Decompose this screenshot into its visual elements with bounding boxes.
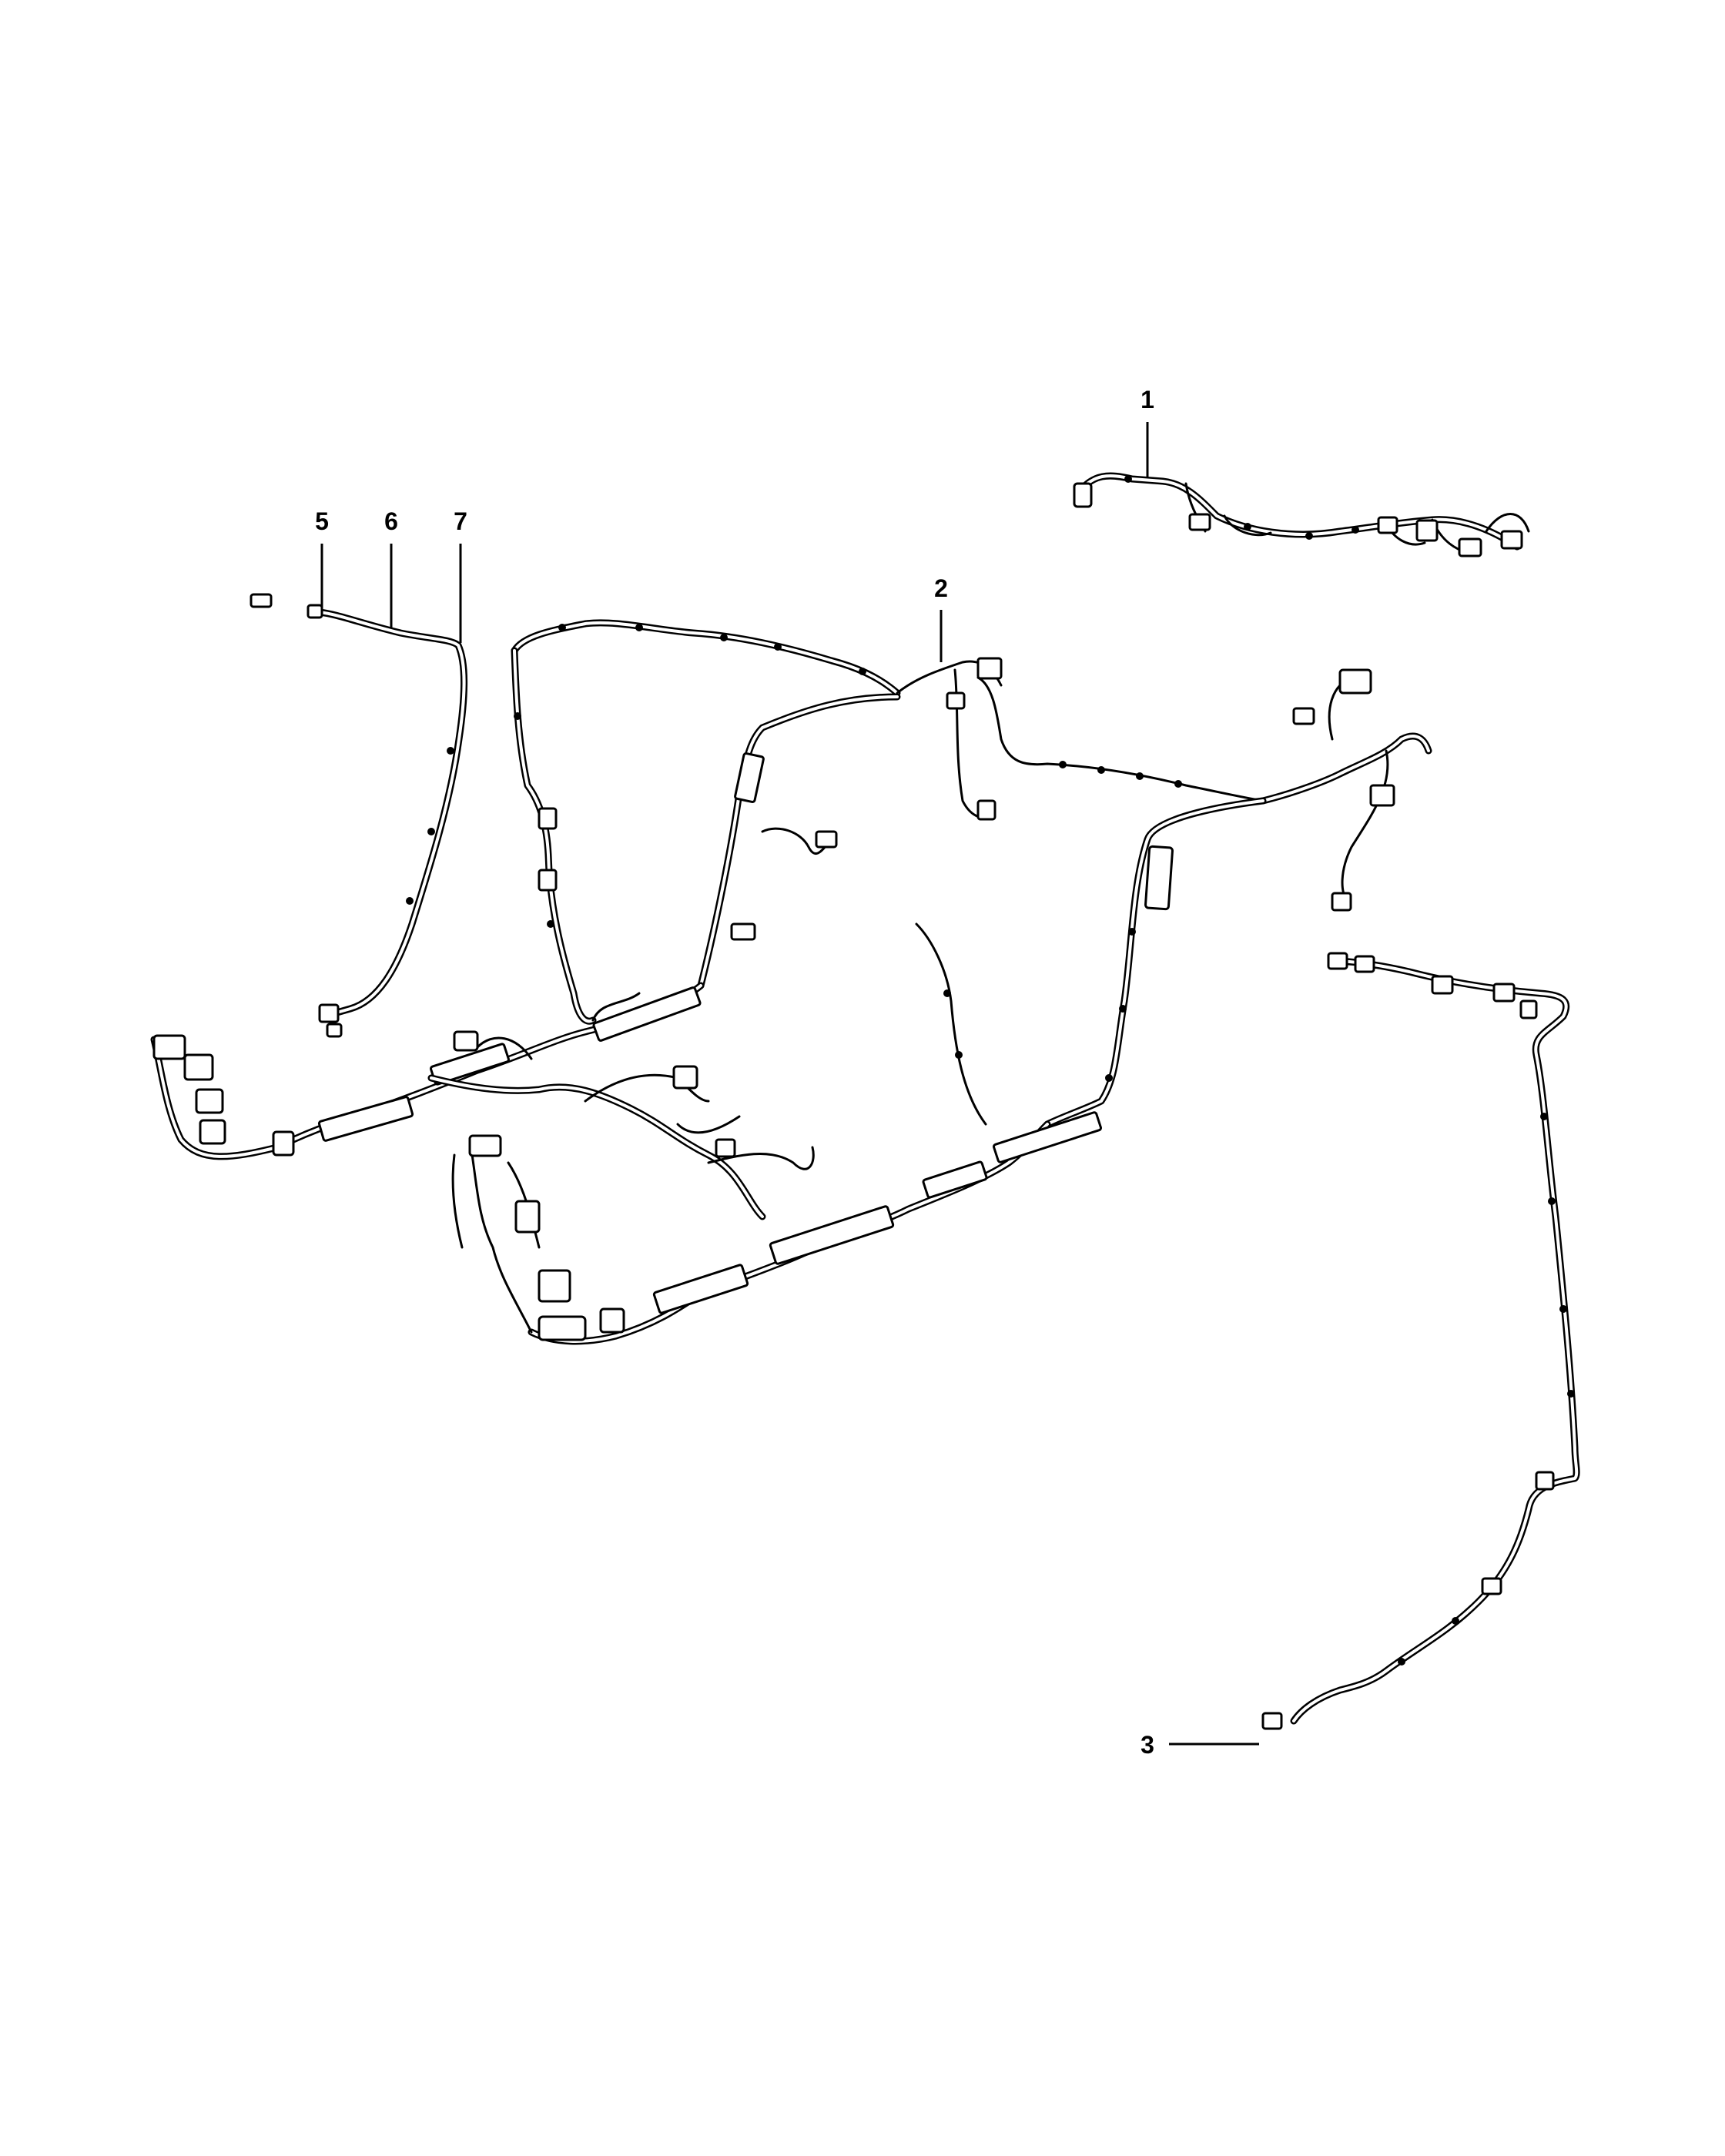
connector-clip-5 [250,593,273,608]
harness-2-left [150,619,901,1160]
harness-2-right [1043,668,1432,1128]
harness-1 [1073,472,1530,557]
callout-5-label: 5 [315,507,329,535]
callout-3-label: 3 [1141,1731,1154,1759]
callout-1-label: 1 [1141,386,1154,413]
callouts: 1 2 5 6 7 3 [315,386,1259,1759]
harness-3 [1261,952,1580,1730]
callout-7-label: 7 [454,507,467,535]
harness-lower [427,922,1103,1345]
harness-2-hub [896,657,1264,821]
callout-6-label: 6 [384,507,398,535]
harness-567 [250,593,468,1038]
callout-2-label: 2 [934,574,948,602]
